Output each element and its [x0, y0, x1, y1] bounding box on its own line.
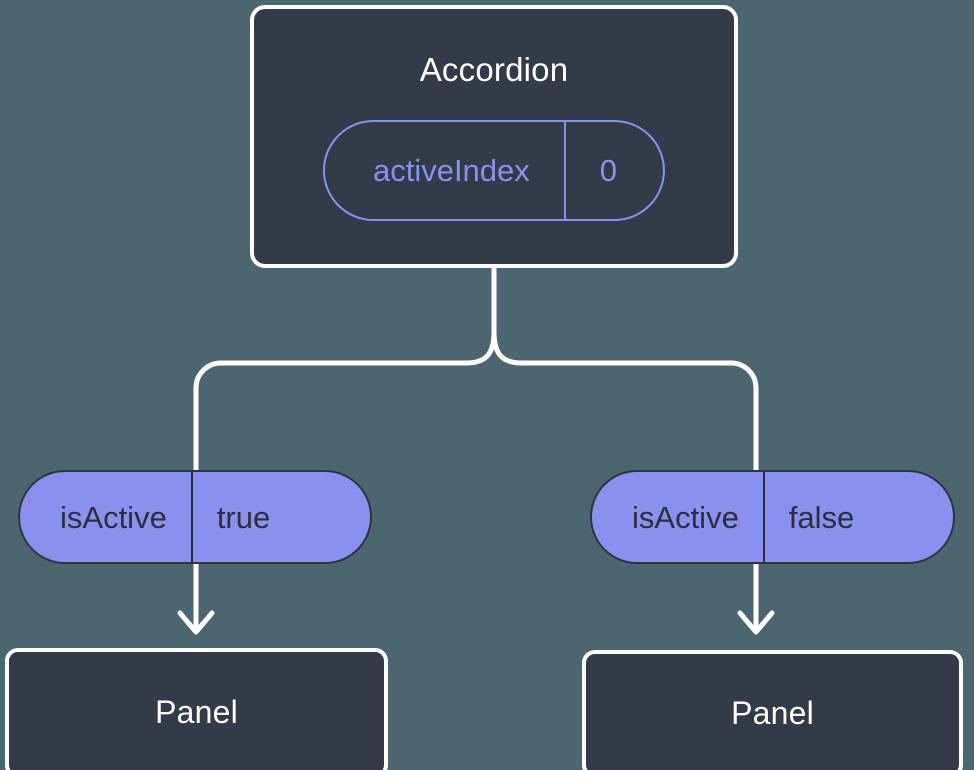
prop-pill-divider-right	[762, 472, 765, 562]
node-panel-right[interactable]: Panel	[582, 650, 963, 770]
prop-value-label-right: false	[788, 499, 855, 535]
state-capsule-activeindex[interactable]: activeIndex 0	[322, 120, 666, 221]
arrow-left	[177, 561, 215, 635]
state-value-label: 0	[599, 153, 618, 188]
arrow-right	[737, 561, 775, 635]
node-panel-left-title: Panel	[155, 694, 238, 730]
prop-value-label-left: true	[216, 499, 271, 535]
node-panel-right-title: Panel	[731, 695, 814, 731]
state-key-label: activeIndex	[372, 153, 530, 188]
prop-pill-right[interactable]: isActive false	[590, 470, 955, 564]
connector-fork-right	[491, 329, 734, 366]
state-capsule-divider	[563, 122, 566, 219]
prop-key-label-left: isActive	[60, 499, 167, 535]
prop-pill-left[interactable]: isActive true	[18, 470, 372, 564]
arrow-left-head	[177, 610, 215, 635]
connector-fork-left	[218, 329, 497, 366]
node-panel-left[interactable]: Panel	[5, 648, 388, 770]
node-accordion-title: Accordion	[419, 51, 569, 88]
arrow-right-head	[737, 610, 775, 635]
connector-rail-right	[728, 360, 759, 475]
node-accordion[interactable]: Accordion activeIndex 0	[250, 5, 738, 268]
prop-pill-divider-left	[190, 472, 193, 562]
prop-key-label-right: isActive	[632, 499, 739, 535]
connector-rail-left	[193, 360, 224, 475]
